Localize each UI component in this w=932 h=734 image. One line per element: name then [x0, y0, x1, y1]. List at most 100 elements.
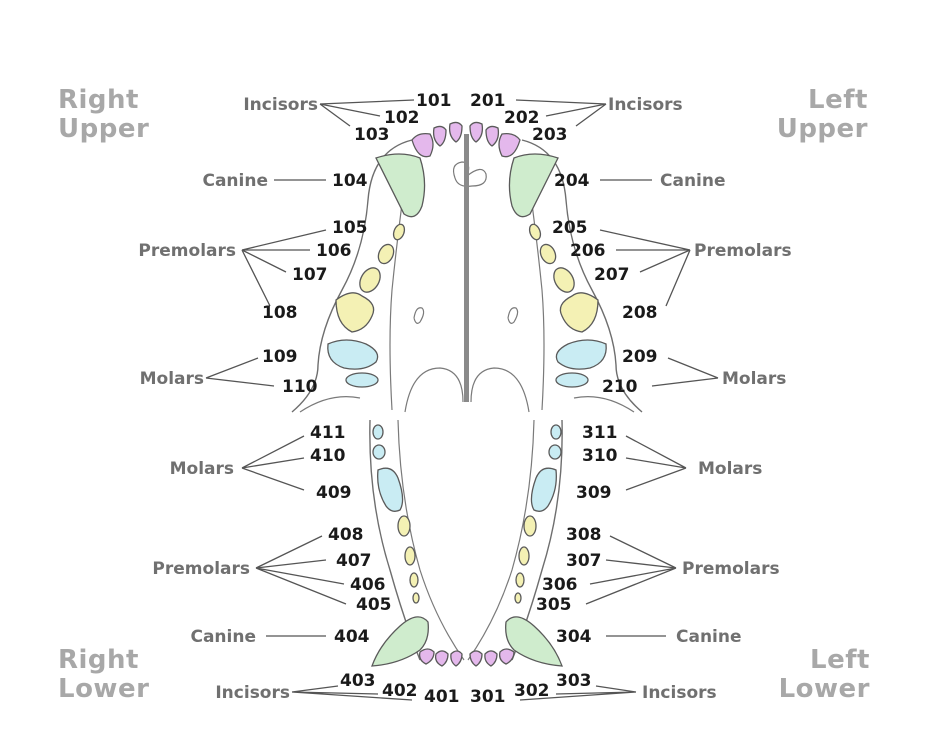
- upper-teeth: [327, 121, 607, 388]
- leader-ll-premolars: [585, 535, 677, 605]
- tooth-407-shape: [404, 546, 416, 566]
- tooth-number-404: 404: [334, 627, 370, 647]
- tooth-106-shape: [377, 243, 395, 265]
- tooth-number-401: 401: [424, 687, 460, 707]
- tooth-103-shape: [411, 132, 434, 158]
- leader-ru-incisors: [319, 99, 415, 127]
- tooth-303-shape: [498, 648, 515, 665]
- tooth-209-shape: [555, 339, 607, 370]
- tooth-number-210: 210: [602, 377, 638, 397]
- palate-outer-right: [299, 396, 361, 413]
- tooth-number-109: 109: [262, 347, 298, 367]
- tooth-number-201: 201: [470, 91, 506, 111]
- tooth-number-311: 311: [582, 423, 618, 443]
- tooth-number-103: 103: [354, 125, 390, 145]
- tooth-number-407: 407: [336, 551, 372, 571]
- tooth-311-shape: [550, 424, 562, 440]
- tooth-number-304: 304: [556, 627, 592, 647]
- tooth-number-402: 402: [382, 681, 418, 701]
- tooth-number-308: 308: [566, 525, 602, 545]
- tooth-101-shape: [448, 121, 463, 143]
- tooth-number-309: 309: [576, 483, 612, 503]
- tooth-number-409: 409: [316, 483, 352, 503]
- tooth-402-shape: [434, 650, 449, 667]
- tooth-number-302: 302: [514, 681, 550, 701]
- tooth-305-shape: [514, 592, 522, 604]
- tooth-403-shape: [418, 648, 435, 665]
- tooth-301-shape: [469, 650, 483, 667]
- tooth-310-shape: [548, 444, 562, 460]
- tooth-204-shape: [508, 153, 559, 218]
- tooth-105-shape: [392, 223, 406, 241]
- tooth-401-shape: [450, 650, 463, 667]
- tooth-number-105: 105: [332, 218, 368, 238]
- tooth-number-202: 202: [504, 108, 540, 128]
- palate-curve-left: [470, 367, 530, 413]
- group-ll-premolars: Premolars: [682, 559, 780, 579]
- tooth-404-shape: [371, 616, 429, 667]
- tooth-205-shape: [528, 223, 542, 241]
- group-lu-canine: Canine: [660, 171, 726, 191]
- tooth-number-411: 411: [310, 423, 346, 443]
- tooth-number-107: 107: [292, 265, 328, 285]
- group-lu-incisors: Incisors: [608, 95, 683, 115]
- tooth-number-410: 410: [310, 446, 346, 466]
- leader-lu-premolars: [599, 229, 691, 307]
- quadrant-right-upper-line1: Right: [58, 85, 139, 115]
- quadrant-left-lower-line1: Left: [810, 645, 870, 675]
- tooth-210-shape: [555, 372, 589, 388]
- tooth-number-408: 408: [328, 525, 364, 545]
- tooth-number-101: 101: [416, 91, 452, 111]
- tooth-208-shape: [559, 292, 599, 333]
- tooth-107-shape: [359, 267, 381, 293]
- tooth-number-204: 204: [554, 171, 590, 191]
- tooth-206-shape: [539, 243, 557, 265]
- quadrant-right-lower-line2: Lower: [58, 674, 149, 704]
- leader-lu-incisors: [515, 99, 607, 127]
- lower-inner-right: [397, 419, 465, 661]
- tooth-number-307: 307: [566, 551, 602, 571]
- quadrant-left-upper-line1: Left: [808, 85, 868, 115]
- palatine-foramen-right: [413, 307, 425, 324]
- group-ru-molars: Molars: [140, 369, 204, 389]
- group-ru-canine: Canine: [202, 171, 268, 191]
- group-rl-canine: Canine: [190, 627, 256, 647]
- leader-ru-premolars: [241, 229, 327, 307]
- quadrant-right-lower-line1: Right: [58, 645, 139, 675]
- group-ru-premolars: Premolars: [138, 241, 236, 261]
- tooth-number-104: 104: [332, 171, 368, 191]
- tooth-number-203: 203: [532, 125, 568, 145]
- tooth-408-shape: [397, 515, 411, 537]
- tooth-number-403: 403: [340, 671, 376, 691]
- tooth-302-shape: [484, 650, 498, 667]
- tooth-409-shape: [377, 467, 404, 512]
- upper-jaw-outline-right: [291, 139, 413, 413]
- tooth-number-405: 405: [356, 595, 392, 615]
- group-ll-molars: Molars: [698, 459, 762, 479]
- tooth-number-406: 406: [350, 575, 386, 595]
- tooth-number-301: 301: [470, 687, 506, 707]
- leader-ll-incisors: [519, 685, 637, 701]
- palate-curve-right: [404, 367, 464, 413]
- tooth-108-shape: [335, 292, 375, 333]
- tooth-number-209: 209: [622, 347, 658, 367]
- tooth-number-205: 205: [552, 218, 588, 238]
- tooth-number-207: 207: [594, 265, 630, 285]
- tooth-110-shape: [345, 372, 379, 388]
- tooth-number-106: 106: [316, 241, 352, 261]
- tooth-number-206: 206: [570, 241, 606, 261]
- leader-rl-molars: [241, 435, 305, 491]
- tooth-102-shape: [432, 125, 447, 147]
- tooth-number-303: 303: [556, 671, 592, 691]
- group-lu-molars: Molars: [722, 369, 786, 389]
- tooth-104-shape: [375, 153, 426, 218]
- group-ll-canine: Canine: [676, 627, 742, 647]
- tooth-number-310: 310: [582, 446, 618, 466]
- leader-ll-molars: [625, 435, 687, 491]
- group-lu-premolars: Premolars: [694, 241, 792, 261]
- quadrant-left-upper-line2: Upper: [777, 114, 868, 144]
- tooth-308-shape: [523, 515, 537, 537]
- tooth-202-shape: [485, 125, 500, 147]
- tooth-109-shape: [327, 339, 379, 370]
